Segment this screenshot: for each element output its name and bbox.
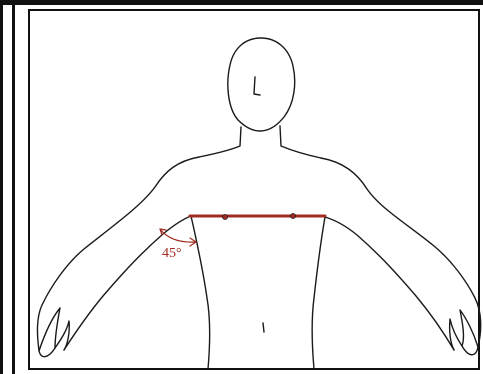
- angle-arc: [160, 229, 196, 242]
- left-arm-inner: [64, 216, 191, 350]
- measurement-point-right: [291, 214, 296, 219]
- left-torso-side: [191, 216, 210, 369]
- head-outline: [228, 38, 295, 131]
- face-mark: [254, 77, 260, 95]
- left-neck: [199, 127, 241, 157]
- right-arm-inner: [325, 217, 454, 350]
- right-hand-detail: [450, 310, 478, 350]
- left-hand-detail: [39, 308, 69, 351]
- measurement-point-left: [223, 215, 228, 220]
- right-torso-side: [312, 217, 325, 369]
- right-neck: [280, 126, 321, 158]
- angle-label: 45°: [162, 247, 182, 261]
- right-shoulder-arm-outer: [321, 158, 481, 355]
- navel-mark: [263, 323, 264, 332]
